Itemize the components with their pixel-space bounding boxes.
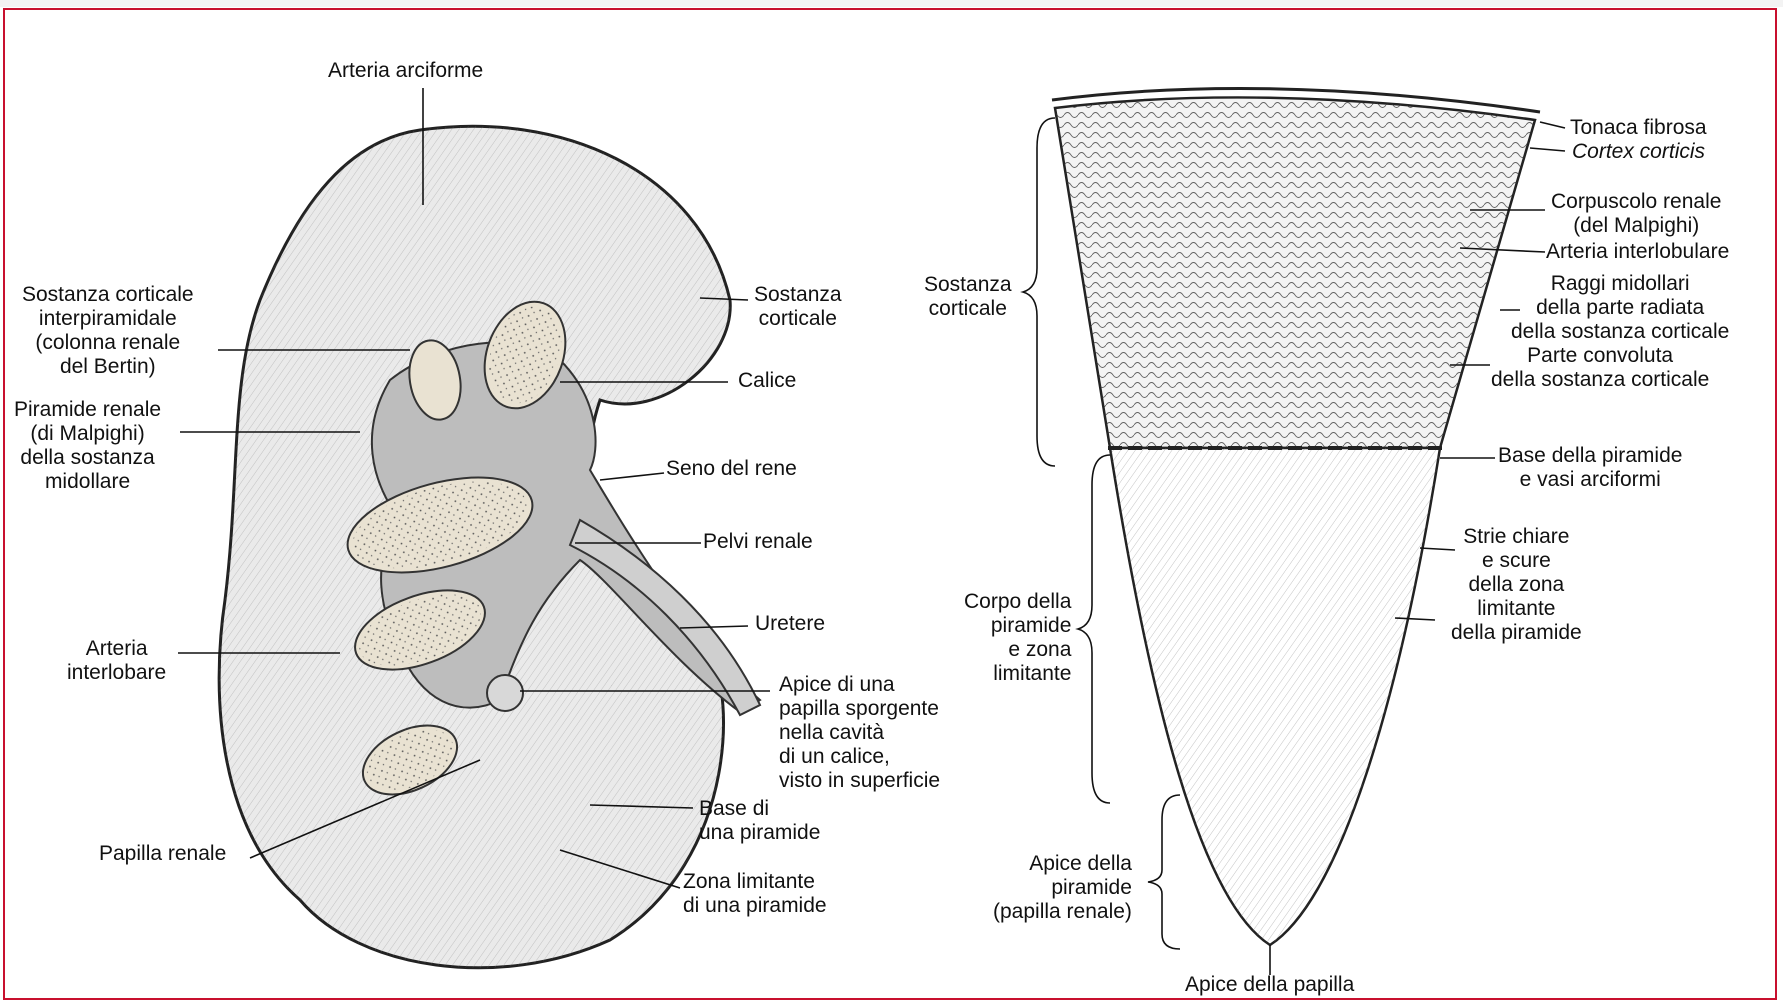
pyramid-medulla-texture: [1110, 448, 1440, 945]
label-corpuscolo-renale: Corpuscolo renale (del Malpighi): [1551, 190, 1721, 238]
label-base-piramide: Base di una piramide: [699, 797, 820, 845]
label-arteria-interlobare: Arteria interlobare: [67, 637, 166, 685]
label-apice-papilla: Apice della papilla: [1185, 973, 1354, 997]
label-calice: Calice: [738, 369, 796, 393]
label-tonaca-fibrosa: Tonaca fibrosa: [1570, 116, 1707, 140]
papilla-apex: [487, 675, 523, 711]
label-parte-convoluta: Parte convoluta della sostanza corticale: [1491, 344, 1709, 392]
label-base-piramide-vasi: Base della piramide e vasi arciformi: [1498, 444, 1682, 492]
label-raggi-midollari: Raggi midollari della parte radiata dell…: [1511, 272, 1729, 344]
label-zona-limitante: Zona limitante di una piramide: [683, 870, 827, 918]
pyramid-section: [1052, 88, 1540, 945]
label-arteria-interlobulare: Arteria interlobulare: [1546, 240, 1729, 264]
label-sostanza-corticale: Sostanza corticale: [754, 283, 842, 331]
label-apice-papilla-sporgente: Apice di una papilla sporgente nella cav…: [779, 673, 940, 793]
label-papilla-renale: Papilla renale: [99, 842, 226, 866]
label-piramide-renale: Piramide renale (di Malpighi) della sost…: [14, 398, 161, 494]
label-uretere: Uretere: [755, 612, 825, 636]
label-sostanza-corticale-interpiramidale: Sostanza corticale interpiramidale (colo…: [22, 283, 194, 379]
label-arteria-arciforme: Arteria arciforme: [328, 59, 483, 83]
pyramid-cortex-texture: [1055, 97, 1535, 448]
label-seno-del-rene: Seno del rene: [666, 457, 797, 481]
label-strie-chiare: Strie chiare e scure della zona limitant…: [1451, 525, 1582, 645]
label-pyramid-sostanza-corticale: Sostanza corticale: [924, 273, 1012, 321]
label-corpo-piramide: Corpo della piramide e zona limitante: [964, 590, 1071, 686]
label-pelvi-renale: Pelvi renale: [703, 530, 813, 554]
label-apice-piramide: Apice della piramide (papilla renale): [993, 852, 1132, 924]
label-cortex-corticis: Cortex corticis: [1572, 140, 1705, 164]
kidney-section: [219, 126, 760, 968]
